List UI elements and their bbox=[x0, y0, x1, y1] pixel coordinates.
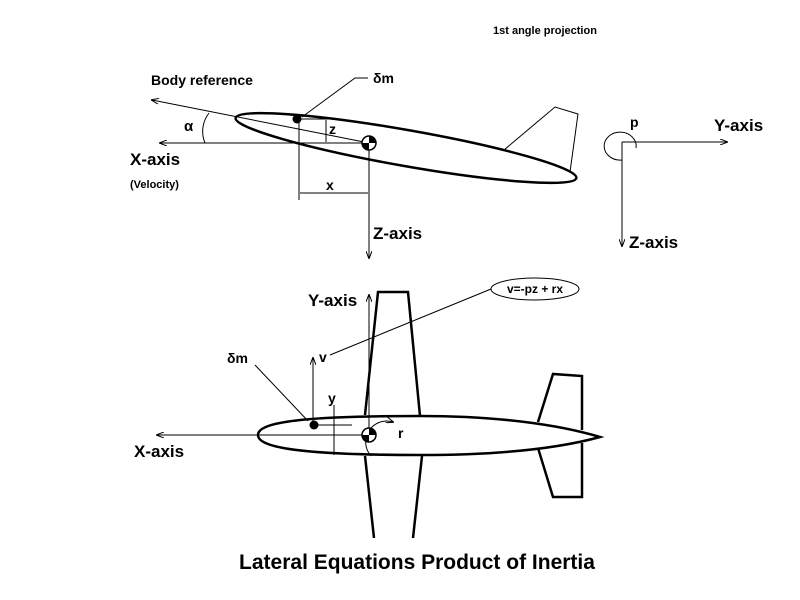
x-label: x bbox=[326, 177, 334, 193]
projection-note: 1st angle projection bbox=[493, 25, 597, 37]
top-view: Y-axis X-axis δm v y r v=-pz + rx bbox=[134, 277, 605, 539]
side-z-axis-label: Z-axis bbox=[373, 224, 422, 243]
equation-label: v=-pz + rx bbox=[507, 282, 563, 296]
top-cg-symbol bbox=[361, 427, 377, 443]
top-delta-m-label: δm bbox=[227, 350, 248, 366]
body-reference-line bbox=[152, 100, 370, 144]
y-label: y bbox=[328, 390, 336, 406]
front-z-axis-label: Z-axis bbox=[629, 233, 678, 252]
side-delta-m-label: δm bbox=[373, 70, 394, 86]
v-label: v bbox=[319, 349, 327, 365]
side-delta-m-leader bbox=[301, 77, 368, 118]
top-wing-lower-left bbox=[363, 455, 376, 539]
equation-callout bbox=[490, 277, 580, 301]
side-tail-fin bbox=[503, 106, 579, 173]
top-tail-upper bbox=[536, 372, 584, 430]
top-wing-upper bbox=[363, 290, 422, 417]
r-label: r bbox=[398, 425, 404, 441]
alpha-arc bbox=[202, 112, 210, 144]
top-y-axis-label: Y-axis bbox=[308, 291, 357, 310]
top-x-axis-label: X-axis bbox=[134, 442, 184, 461]
body-axes-front: p Y-axis Z-axis bbox=[603, 114, 763, 252]
top-fuselage bbox=[256, 414, 605, 457]
diagram-title: Lateral Equations Product of Inertia bbox=[239, 551, 595, 574]
side-x-axis-label: X-axis bbox=[130, 150, 180, 169]
body-reference-label: Body reference bbox=[151, 72, 253, 88]
alpha-label: α bbox=[184, 118, 194, 135]
p-rotation-arc bbox=[603, 131, 637, 161]
velocity-label: (Velocity) bbox=[130, 179, 179, 191]
p-label: p bbox=[630, 114, 639, 130]
top-delta-m-leader bbox=[254, 364, 309, 422]
side-view: Body reference α X-axis (Velocity) Z-axi… bbox=[130, 70, 579, 258]
z-label: z bbox=[329, 121, 336, 137]
side-cg-symbol bbox=[361, 135, 377, 151]
top-wing-lower-right bbox=[411, 455, 424, 539]
side-fuselage bbox=[234, 111, 578, 185]
top-tail-lower bbox=[536, 443, 584, 499]
front-y-axis-label: Y-axis bbox=[714, 116, 763, 135]
equation-leader bbox=[329, 288, 492, 356]
